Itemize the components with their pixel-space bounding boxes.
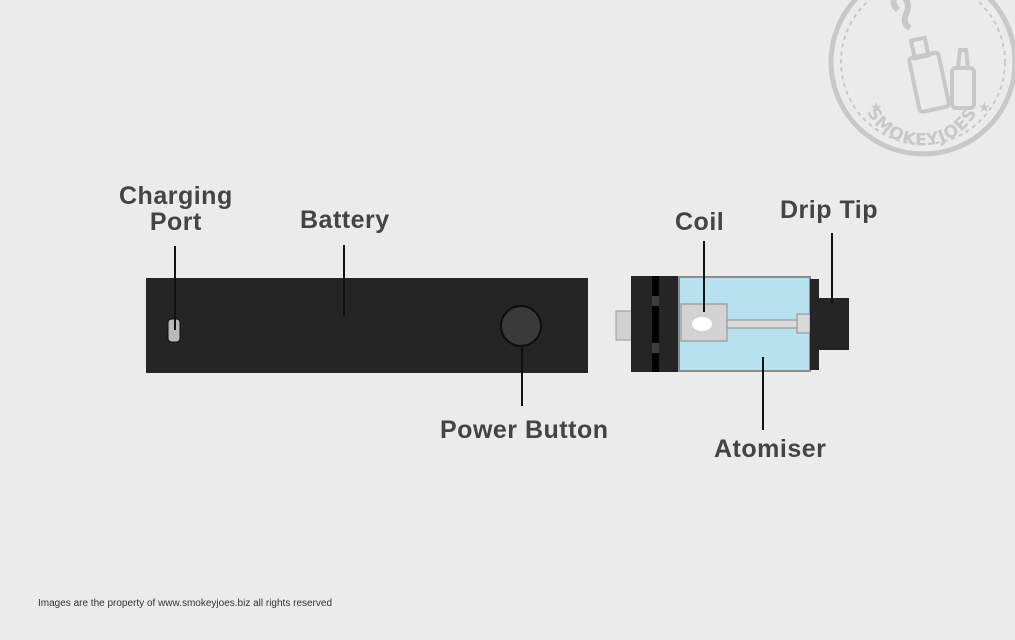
atomiser-base-gap — [652, 343, 659, 353]
smokeyjoes-watermark-stamp: ★ ★ SMOKEYJOES — [828, 0, 1015, 157]
charging-port-label-line1: Charging — [119, 182, 233, 210]
charging-port — [167, 318, 181, 343]
atomiser-label: Atomiser — [714, 435, 827, 463]
coil-hole — [692, 317, 712, 331]
rod-end — [796, 313, 811, 334]
atomiser-base-band — [652, 276, 659, 372]
copyright-footer: Images are the property of www.smokeyjoe… — [38, 598, 333, 609]
svg-text:★: ★ — [978, 100, 991, 116]
drip-tip-label: Drip Tip — [780, 196, 878, 224]
charging-port-label: Charging Port — [119, 183, 233, 235]
svg-text:★: ★ — [870, 100, 883, 116]
battery-label: Battery — [300, 206, 390, 234]
drip-tip — [819, 298, 849, 350]
wick-rod — [726, 319, 800, 329]
power-button — [500, 305, 542, 347]
power-button-label: Power Button — [440, 416, 609, 444]
charging-port-label-line2: Port — [149, 208, 202, 236]
coil-label: Coil — [675, 208, 725, 236]
drip-tip-base — [810, 279, 819, 370]
atomiser-base-gap — [652, 296, 659, 306]
